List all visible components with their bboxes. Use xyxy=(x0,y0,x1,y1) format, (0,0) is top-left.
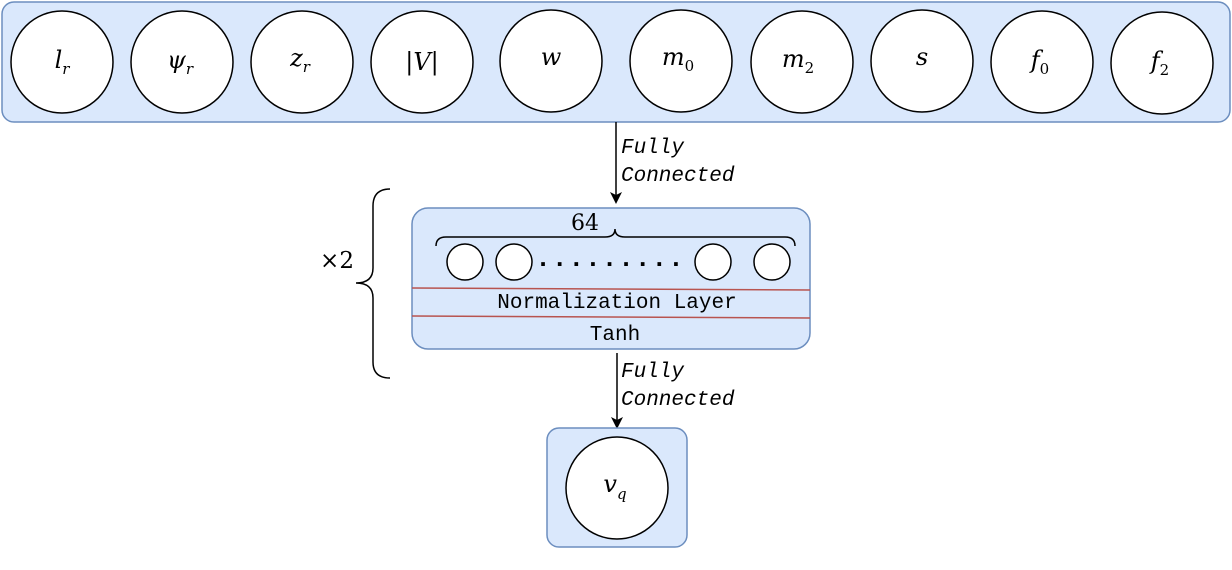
hidden-node-63 xyxy=(694,243,732,281)
hidden-width-brace xyxy=(435,228,796,247)
svg-text:zr: zr xyxy=(289,44,311,76)
hidden-layer-box xyxy=(411,207,811,350)
separator-line-1 xyxy=(411,287,811,291)
input-node-psi-r: ψr xyxy=(130,10,234,114)
input-node-f0: f0 xyxy=(990,10,1094,114)
svg-text:m0: m0 xyxy=(662,43,694,75)
svg-text:m2: m2 xyxy=(782,45,814,77)
input-node-m0: m0 xyxy=(629,9,733,113)
repeat-label: ×2 xyxy=(320,248,354,274)
hidden-node-ellipsis: ......... xyxy=(535,244,684,274)
input-node-zr: zr xyxy=(250,10,354,114)
hidden-node-1 xyxy=(446,243,484,281)
input-node-s: s xyxy=(870,9,974,113)
svg-text:ψr: ψr xyxy=(167,46,194,78)
separator-line-2 xyxy=(411,315,811,319)
hidden-width-label: 64 xyxy=(571,211,599,236)
input-node-w: w xyxy=(499,9,603,113)
input-node-abs-v: |V| xyxy=(370,10,474,114)
fully-connected-label-2: Fully Connected xyxy=(621,361,735,412)
input-node-m2: m2 xyxy=(750,10,854,114)
svg-text:w: w xyxy=(541,43,562,71)
svg-text:vq: vq xyxy=(603,470,626,503)
hidden-node-2 xyxy=(495,243,533,281)
svg-text:|V|: |V| xyxy=(405,48,439,77)
normalization-layer-label: Normalization Layer xyxy=(497,292,736,315)
tanh-label: Tanh xyxy=(590,324,640,347)
input-node-f2: f2 xyxy=(1110,11,1214,115)
input-node-lr: lr xyxy=(10,10,114,114)
output-node-vq: vq xyxy=(565,436,669,540)
fully-connected-label-1: Fully Connected xyxy=(621,137,735,188)
repeat-brace xyxy=(355,188,391,379)
svg-text:s: s xyxy=(916,43,928,71)
svg-text:lr: lr xyxy=(55,46,71,78)
hidden-node-64 xyxy=(753,243,791,281)
